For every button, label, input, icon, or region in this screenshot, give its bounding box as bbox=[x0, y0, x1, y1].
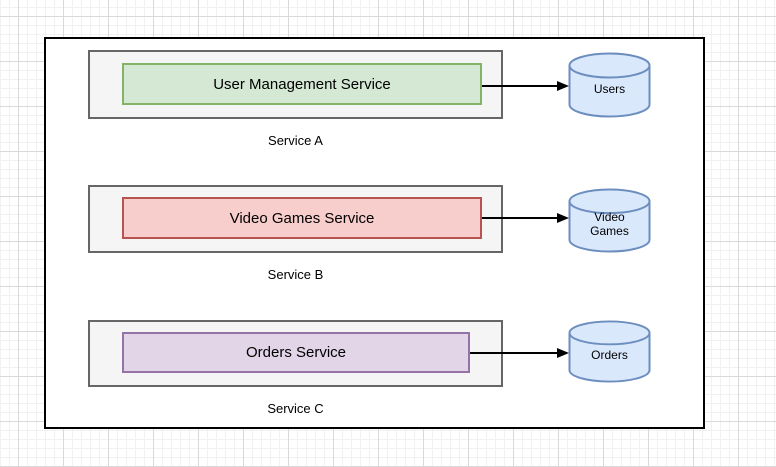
user-management-service-label: User Management Service bbox=[213, 75, 391, 93]
user-management-service-box[interactable]: User Management Service bbox=[122, 63, 482, 105]
arrow-line bbox=[482, 85, 558, 87]
orders-service-box[interactable]: Orders Service bbox=[122, 332, 470, 373]
service-a-label: Service A bbox=[268, 133, 323, 148]
orders-service-label: Orders Service bbox=[245, 344, 347, 361]
video-games-service-label: Video Games Service bbox=[229, 209, 375, 227]
video-games-database-label: Video Games bbox=[590, 210, 629, 238]
service-b-label: Service B bbox=[267, 267, 324, 282]
users-database-cylinder[interactable]: Users bbox=[568, 52, 651, 118]
arrow-head-icon bbox=[557, 81, 569, 91]
arrow-head-icon bbox=[557, 348, 569, 358]
video-games-database-cylinder[interactable]: Video Games bbox=[568, 188, 651, 253]
arrow-line bbox=[470, 352, 558, 354]
database-cylinder-icon bbox=[568, 52, 651, 118]
database-cylinder-icon bbox=[568, 320, 651, 383]
users-database-label: Users bbox=[593, 81, 626, 96]
database-cylinder-icon bbox=[568, 188, 651, 253]
orders-database-label: Orders bbox=[591, 348, 628, 362]
orders-database-cylinder[interactable]: Orders bbox=[568, 320, 651, 383]
service-c-label: Service C bbox=[267, 401, 324, 416]
arrow-line bbox=[482, 217, 558, 219]
arrow-head-icon bbox=[557, 213, 569, 223]
video-games-service-box[interactable]: Video Games Service bbox=[122, 197, 482, 239]
